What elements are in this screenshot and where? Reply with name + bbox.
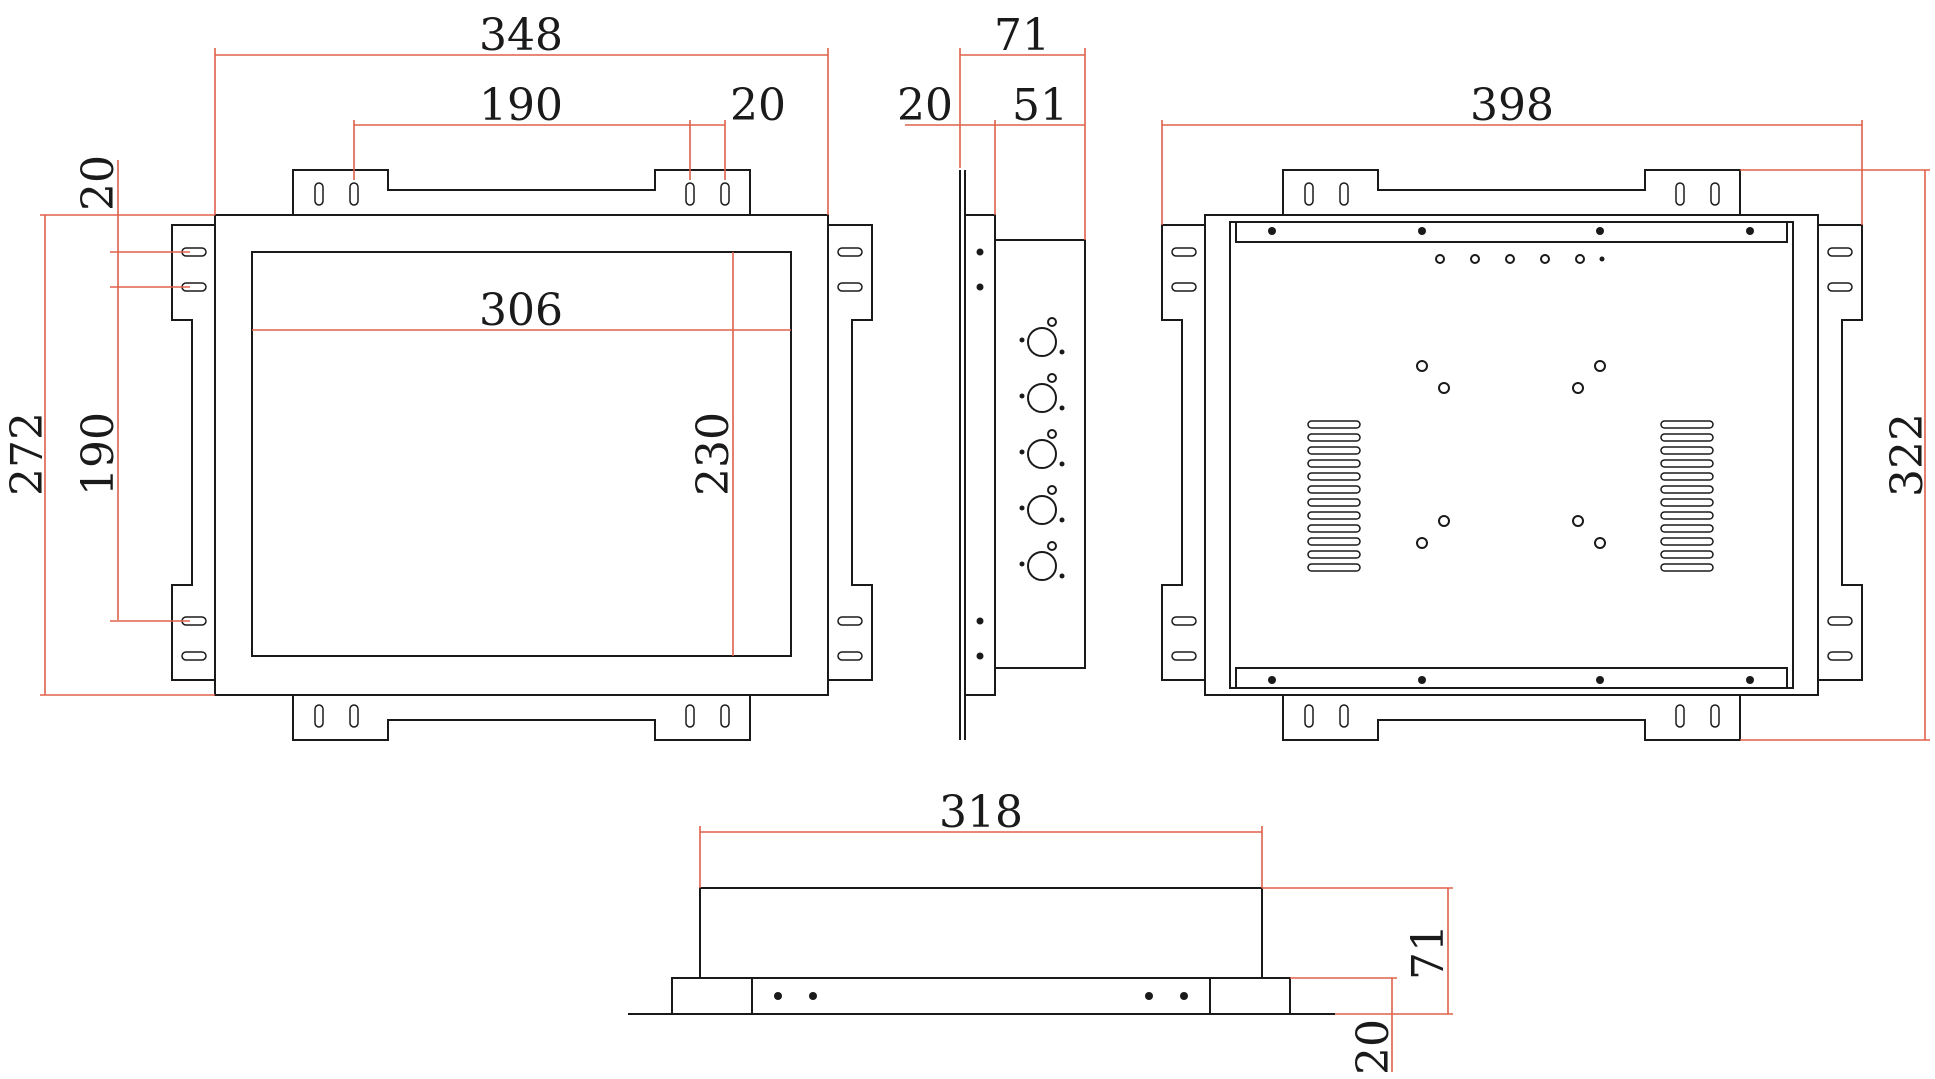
dim-back-bracket-height: 322 xyxy=(1882,413,1933,497)
back-right-vents xyxy=(1660,420,1714,572)
dim-front-overall-width: 348 xyxy=(479,10,563,61)
back-view: 398 322 xyxy=(1161,80,1933,741)
dim-bottom-depth: 71 xyxy=(1403,924,1454,980)
dim-front-visible-width: 306 xyxy=(479,285,563,336)
side-button-4 xyxy=(1019,485,1065,525)
back-bottom-tab xyxy=(1282,694,1741,741)
dim-side-flange: 20 xyxy=(897,80,953,131)
bottom-frame xyxy=(671,977,1291,1015)
dim-side-depth: 71 xyxy=(994,10,1050,61)
dim-front-left-spacing: 190 xyxy=(73,412,124,496)
dim-front-overall-height: 272 xyxy=(2,412,53,496)
side-frame xyxy=(964,214,996,696)
front-bottom-tab xyxy=(292,694,751,741)
side-button-3 xyxy=(1019,429,1065,469)
dim-side-body: 51 xyxy=(1012,80,1068,131)
dim-bottom-flange: 20 xyxy=(1348,1019,1399,1075)
side-button-5 xyxy=(1019,541,1065,581)
front-top-tab xyxy=(292,169,751,216)
front-screen-opening xyxy=(251,251,792,657)
back-left-tab xyxy=(1161,224,1206,681)
bottom-view: 318 71 20 xyxy=(628,787,1454,1075)
back-left-vents xyxy=(1307,420,1361,572)
front-view: 348 190 20 306 230 20 190 272 xyxy=(2,10,873,741)
dim-bottom-body-width: 318 xyxy=(939,787,1023,838)
side-button-2 xyxy=(1019,373,1065,413)
back-frame xyxy=(1204,214,1819,696)
bottom-body xyxy=(699,887,1263,979)
back-right-tab xyxy=(1817,224,1863,681)
dim-front-visible-height: 230 xyxy=(688,412,739,496)
dim-back-bracket-width: 398 xyxy=(1470,80,1554,131)
dim-front-hole-pitch: 20 xyxy=(730,80,786,131)
front-frame xyxy=(214,214,829,696)
side-view: 71 20 51 xyxy=(897,10,1086,740)
front-right-tab xyxy=(827,224,873,681)
dim-front-hole-spacing: 190 xyxy=(479,80,563,131)
side-button-1 xyxy=(1019,317,1065,357)
dim-front-left-pitch: 20 xyxy=(73,155,124,211)
back-top-tab xyxy=(1282,169,1741,216)
front-left-tab xyxy=(171,224,216,681)
